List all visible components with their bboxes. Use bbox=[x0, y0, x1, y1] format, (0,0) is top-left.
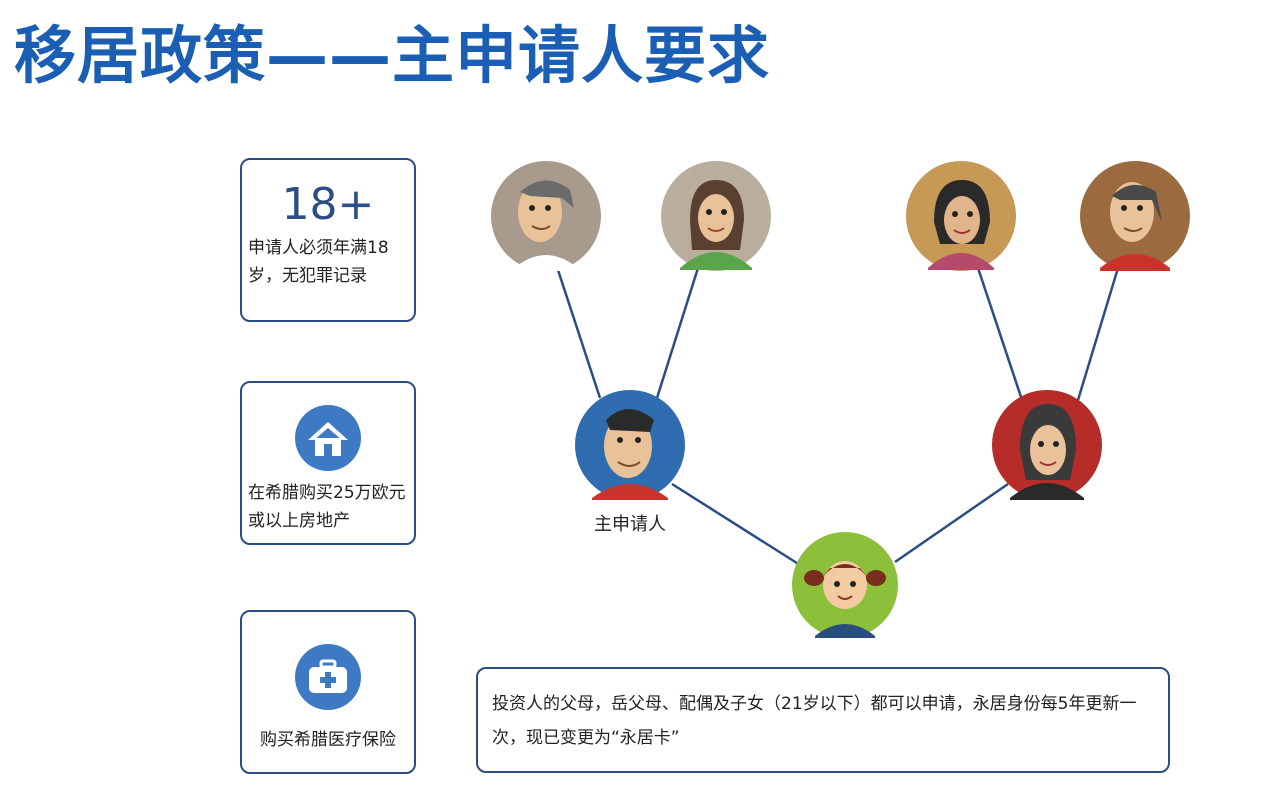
eligibility-note: 投资人的父母，岳父母、配偶及子女（21岁以下）都可以申请，永居身份每5年更新一次… bbox=[476, 667, 1170, 773]
requirement-text-insurance: 购买希腊医疗保险 bbox=[260, 730, 396, 750]
requirement-text-property: 在希腊购买25万欧元或以上房地产 bbox=[248, 483, 406, 531]
age-headline: 18+ bbox=[281, 179, 375, 230]
medical-kit-icon bbox=[295, 644, 361, 710]
requirement-text-age: 申请人必须年满18岁，无犯罪记录 bbox=[248, 238, 389, 286]
tree-connectors bbox=[556, 267, 1120, 567]
page-title: 移居政策——主申请人要求 bbox=[14, 19, 771, 92]
requirement-card-insurance: 购买希腊医疗保险 bbox=[240, 610, 416, 774]
main-applicant-label: 主申请人 bbox=[594, 514, 666, 535]
spouse-avatar bbox=[992, 390, 1102, 500]
requirement-card-age: 18+ 申请人必须年满18岁，无犯罪记录 bbox=[240, 158, 416, 322]
spouse-father-avatar bbox=[1080, 161, 1190, 271]
requirement-card-property: 在希腊购买25万欧元或以上房地产 bbox=[240, 381, 416, 545]
applicant-father-avatar bbox=[491, 161, 601, 271]
house-icon bbox=[295, 405, 361, 471]
spouse-mother-avatar bbox=[906, 161, 1016, 271]
main-applicant-avatar bbox=[575, 390, 685, 500]
child-avatar bbox=[792, 532, 898, 638]
applicant-mother-avatar bbox=[661, 161, 771, 271]
